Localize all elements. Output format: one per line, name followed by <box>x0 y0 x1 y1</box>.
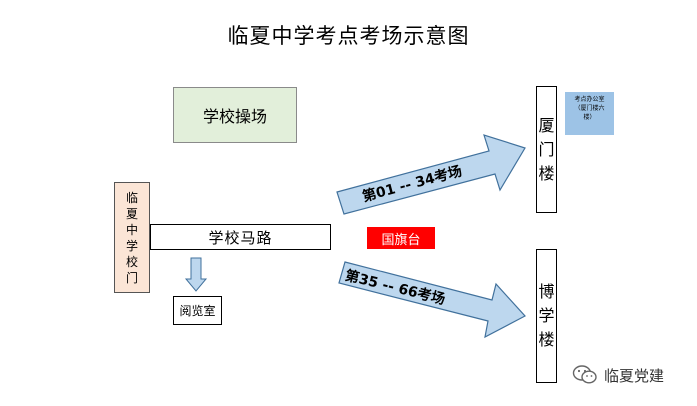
diagram-title: 临夏中学考点考场示意图 <box>227 24 470 48</box>
school-gate-char: 临 <box>125 190 138 205</box>
exam-office-line: （厦门楼六 <box>574 105 605 112</box>
wechat-icon <box>572 365 597 384</box>
building-char: 楼 <box>538 330 555 349</box>
building-char: 厦 <box>538 115 555 135</box>
school-gate-char: 中 <box>125 222 138 237</box>
watermark: 临夏党建 <box>572 364 664 386</box>
building-char: 博 <box>538 282 555 301</box>
school-gate-char: 夏 <box>125 206 138 221</box>
exam-office-note: 考点办公室 （厦门楼六 楼） <box>565 92 614 135</box>
school-road-label: 学校马路 <box>208 228 273 247</box>
school-gate-char: 校 <box>125 254 138 269</box>
exam-office-line: 考点办公室 <box>574 96 605 103</box>
flag-platform: 国旗台 <box>367 227 435 249</box>
xiamen-building: 厦 门 楼 <box>536 86 557 213</box>
building-char: 楼 <box>538 163 555 183</box>
building-char: 学 <box>538 306 555 325</box>
school-gate-char: 学 <box>125 238 138 253</box>
school-road: 学校马路 <box>150 224 331 250</box>
watermark-text: 临夏党建 <box>604 366 665 385</box>
arrow-to-xiamen-building <box>336 134 526 215</box>
school-playground-label: 学校操场 <box>202 107 267 126</box>
building-char: 门 <box>538 139 555 159</box>
reading-room: 阅览室 <box>173 296 222 325</box>
reading-room-label: 阅览室 <box>179 304 216 318</box>
arrow-to-boxue-building <box>338 261 526 339</box>
school-gate-char: 门 <box>125 270 138 285</box>
boxue-building: 博 学 楼 <box>536 249 557 383</box>
school-playground: 学校操场 <box>173 87 297 143</box>
school-gate: 临 夏 中 学 校 门 <box>114 182 150 293</box>
flag-platform-label: 国旗台 <box>381 232 421 248</box>
down-arrow <box>184 257 208 292</box>
exam-office-line: 楼） <box>583 114 596 121</box>
